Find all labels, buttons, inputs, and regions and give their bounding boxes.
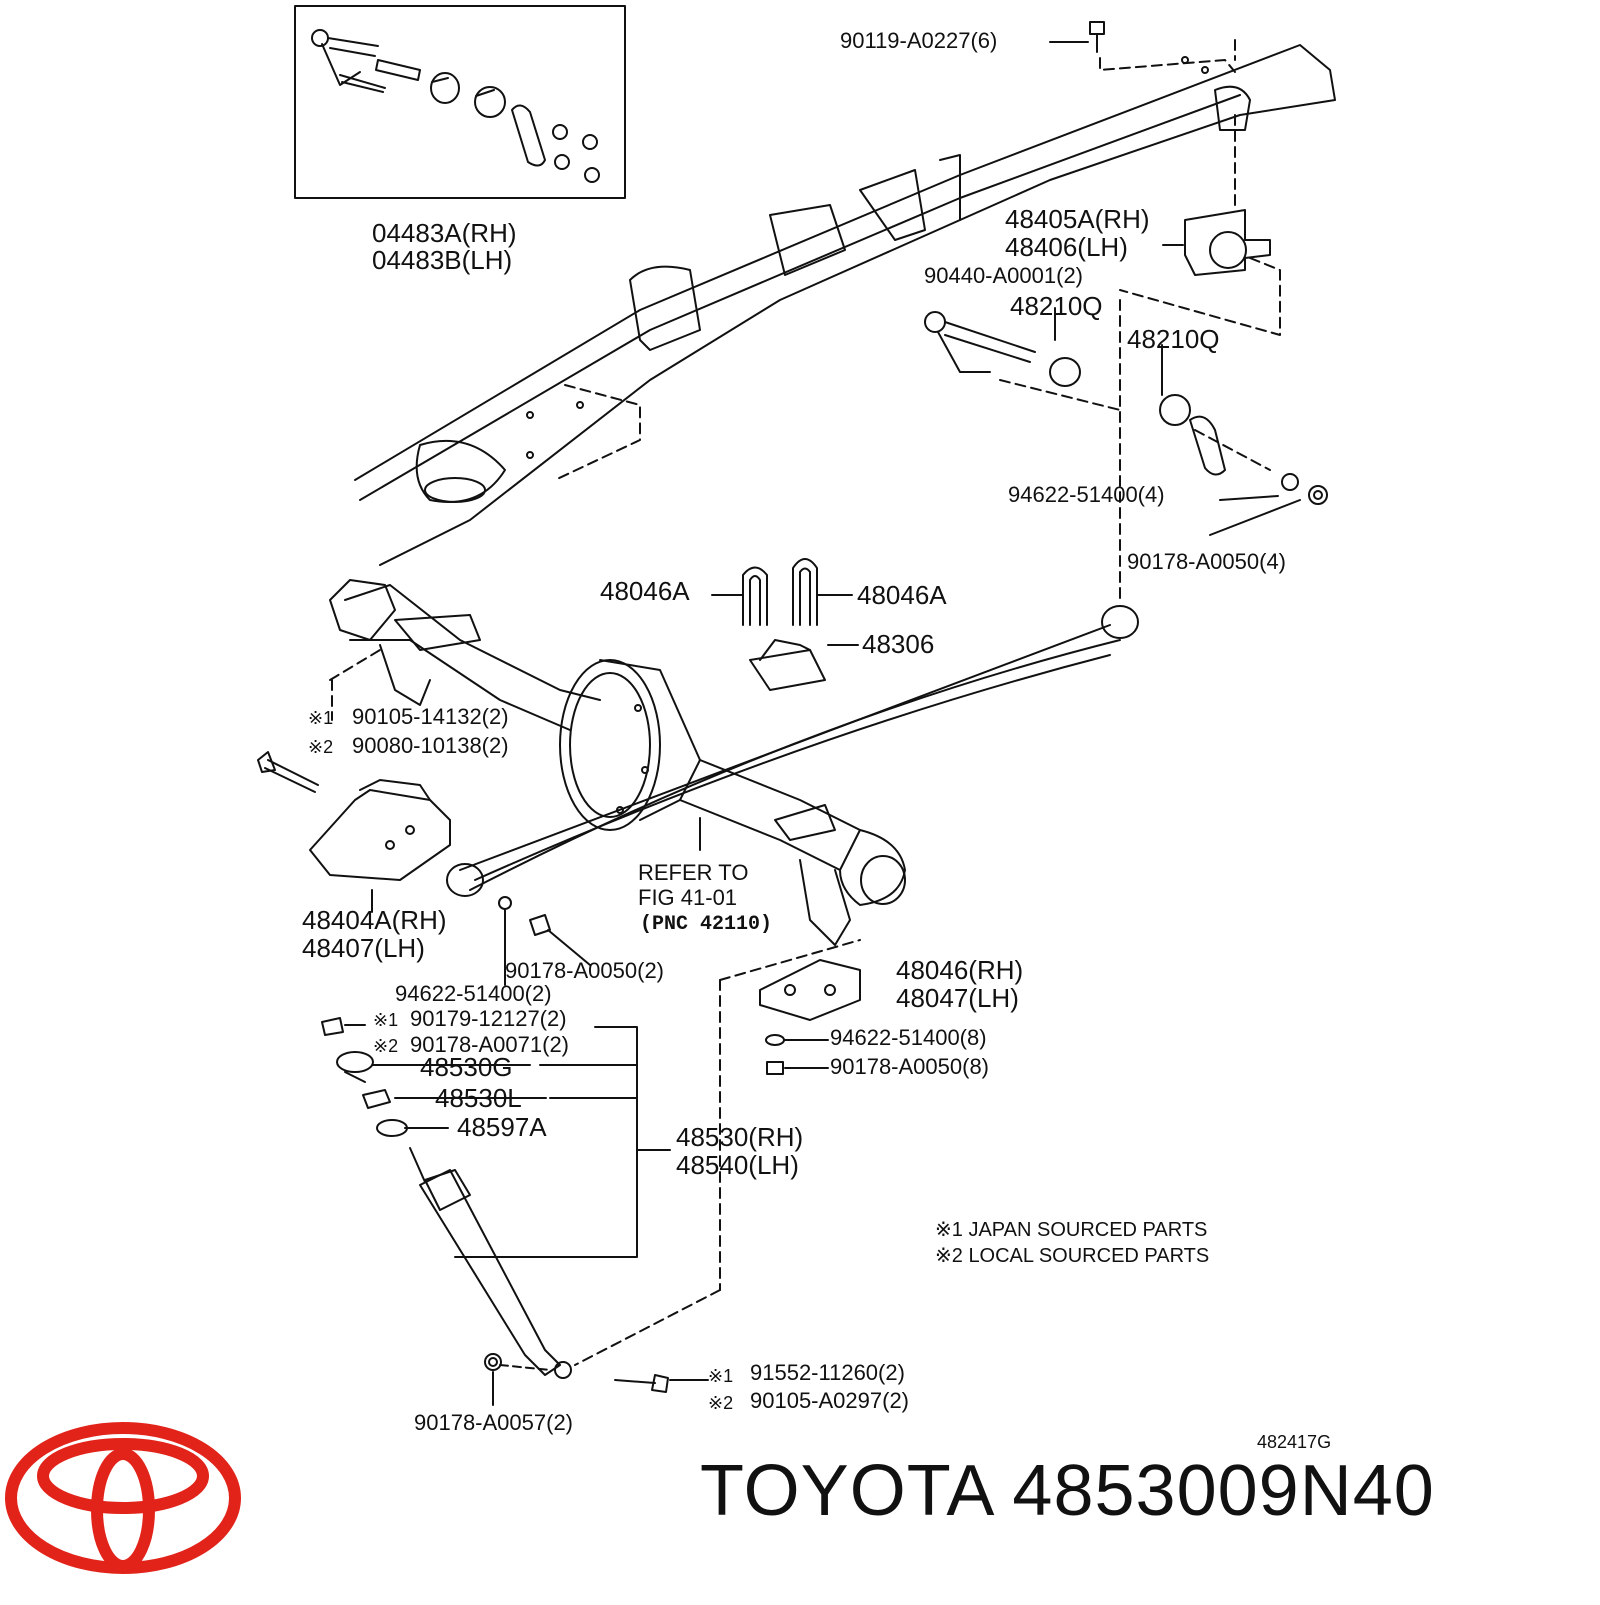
label-washer-4: 94622-51400(4) xyxy=(1008,482,1165,507)
label-hanger-rh: 48405A(RH) xyxy=(1005,204,1150,234)
label-nut-4: 90178-A0050(4) xyxy=(1127,549,1287,574)
label-ubolt-left: 48046A xyxy=(600,576,690,606)
shackle-parts xyxy=(924,299,1328,601)
label-bolt-j1b: 91552-11260(2) xyxy=(750,1360,905,1385)
label-bushing-1: 48210Q xyxy=(1010,291,1103,321)
bracket-left xyxy=(257,751,451,913)
label-cushion-l: 48530L xyxy=(435,1083,522,1113)
spacer-block xyxy=(749,639,859,691)
label-kit-lh: 04483B(LH) xyxy=(372,245,513,275)
label-refer-1: REFER TO xyxy=(638,860,749,885)
label-nut-j1: 90179-12127(2) xyxy=(410,1006,567,1031)
eye-hardware xyxy=(498,817,701,986)
label-spacer: 48306 xyxy=(862,629,935,659)
label-cushion-g: 48530G xyxy=(420,1052,513,1082)
top-bolt xyxy=(1049,21,1236,73)
label-washer-2: 94622-51400(2) xyxy=(395,981,552,1006)
label-nut-2: 90178-A0050(2) xyxy=(505,958,665,983)
label-refer-2: FIG 41-01 xyxy=(638,885,738,910)
label-kit-rh: 04483A(RH) xyxy=(372,218,517,248)
axle-housing xyxy=(329,579,906,946)
label-absorber-rh: 48530(RH) xyxy=(676,1122,804,1152)
mark-bolt-l2b: ※2 xyxy=(708,1393,734,1413)
label-washer-8: 94622-51400(8) xyxy=(830,1025,987,1050)
label-bolt-top: 90119-A0227(6) xyxy=(840,28,998,53)
label-bolt-l2b: 90105-A0297(2) xyxy=(750,1388,910,1413)
label-nut-bottom: 90178-A0057(2) xyxy=(414,1410,574,1435)
shock-absorber-group xyxy=(321,1017,709,1406)
label-plate-rh: 48046(RH) xyxy=(896,955,1024,985)
legend-local: ※2 LOCAL SOURCED PARTS xyxy=(935,1245,1210,1267)
mark-nut-j1: ※1 xyxy=(373,1010,399,1030)
label-refer-3: (PNC 42110) xyxy=(640,913,773,936)
label-bushing-2: 48210Q xyxy=(1127,324,1220,354)
spring-seat-plate xyxy=(574,939,861,1366)
dashed-guides xyxy=(329,649,381,721)
label-nut-l2: 90178-A0071(2) xyxy=(410,1032,570,1057)
label-shackle-pin: 90440-A0001(2) xyxy=(924,263,1084,288)
label-absorber-lh: 48540(LH) xyxy=(676,1150,799,1180)
brand-caption: TOYOTA 4853009N40 xyxy=(700,1451,1435,1531)
mark-j1: ※1 xyxy=(308,708,334,728)
label-bolt-l2: 90080-10138(2) xyxy=(352,733,509,758)
frame-rail xyxy=(354,44,1336,566)
leaf-spring xyxy=(446,605,1139,897)
mark-nut-l2: ※2 xyxy=(373,1036,399,1056)
label-nut-8: 90178-A0050(8) xyxy=(830,1054,990,1079)
spring-hanger xyxy=(1119,114,1281,336)
mark-l2: ※2 xyxy=(308,737,334,757)
label-bolt-j1: 90105-14132(2) xyxy=(352,704,509,729)
legend-japan: ※1 JAPAN SOURCED PARTS xyxy=(935,1219,1208,1241)
label-bracket-lh: 48407(LH) xyxy=(302,933,425,963)
u-bolts xyxy=(711,558,853,626)
label-bracket-rh: 48404A(RH) xyxy=(302,905,447,935)
label-retainer: 48597A xyxy=(457,1112,547,1142)
label-ubolt-right: 48046A xyxy=(857,580,947,610)
label-plate-lh: 48047(LH) xyxy=(896,983,1019,1013)
figure-code: 482417G xyxy=(1257,1432,1332,1452)
toyota-logo xyxy=(5,1422,241,1574)
bushing-kit-inset xyxy=(294,5,626,199)
label-hanger-lh: 48406(LH) xyxy=(1005,232,1128,262)
mark-bolt-j1b: ※1 xyxy=(708,1366,734,1386)
